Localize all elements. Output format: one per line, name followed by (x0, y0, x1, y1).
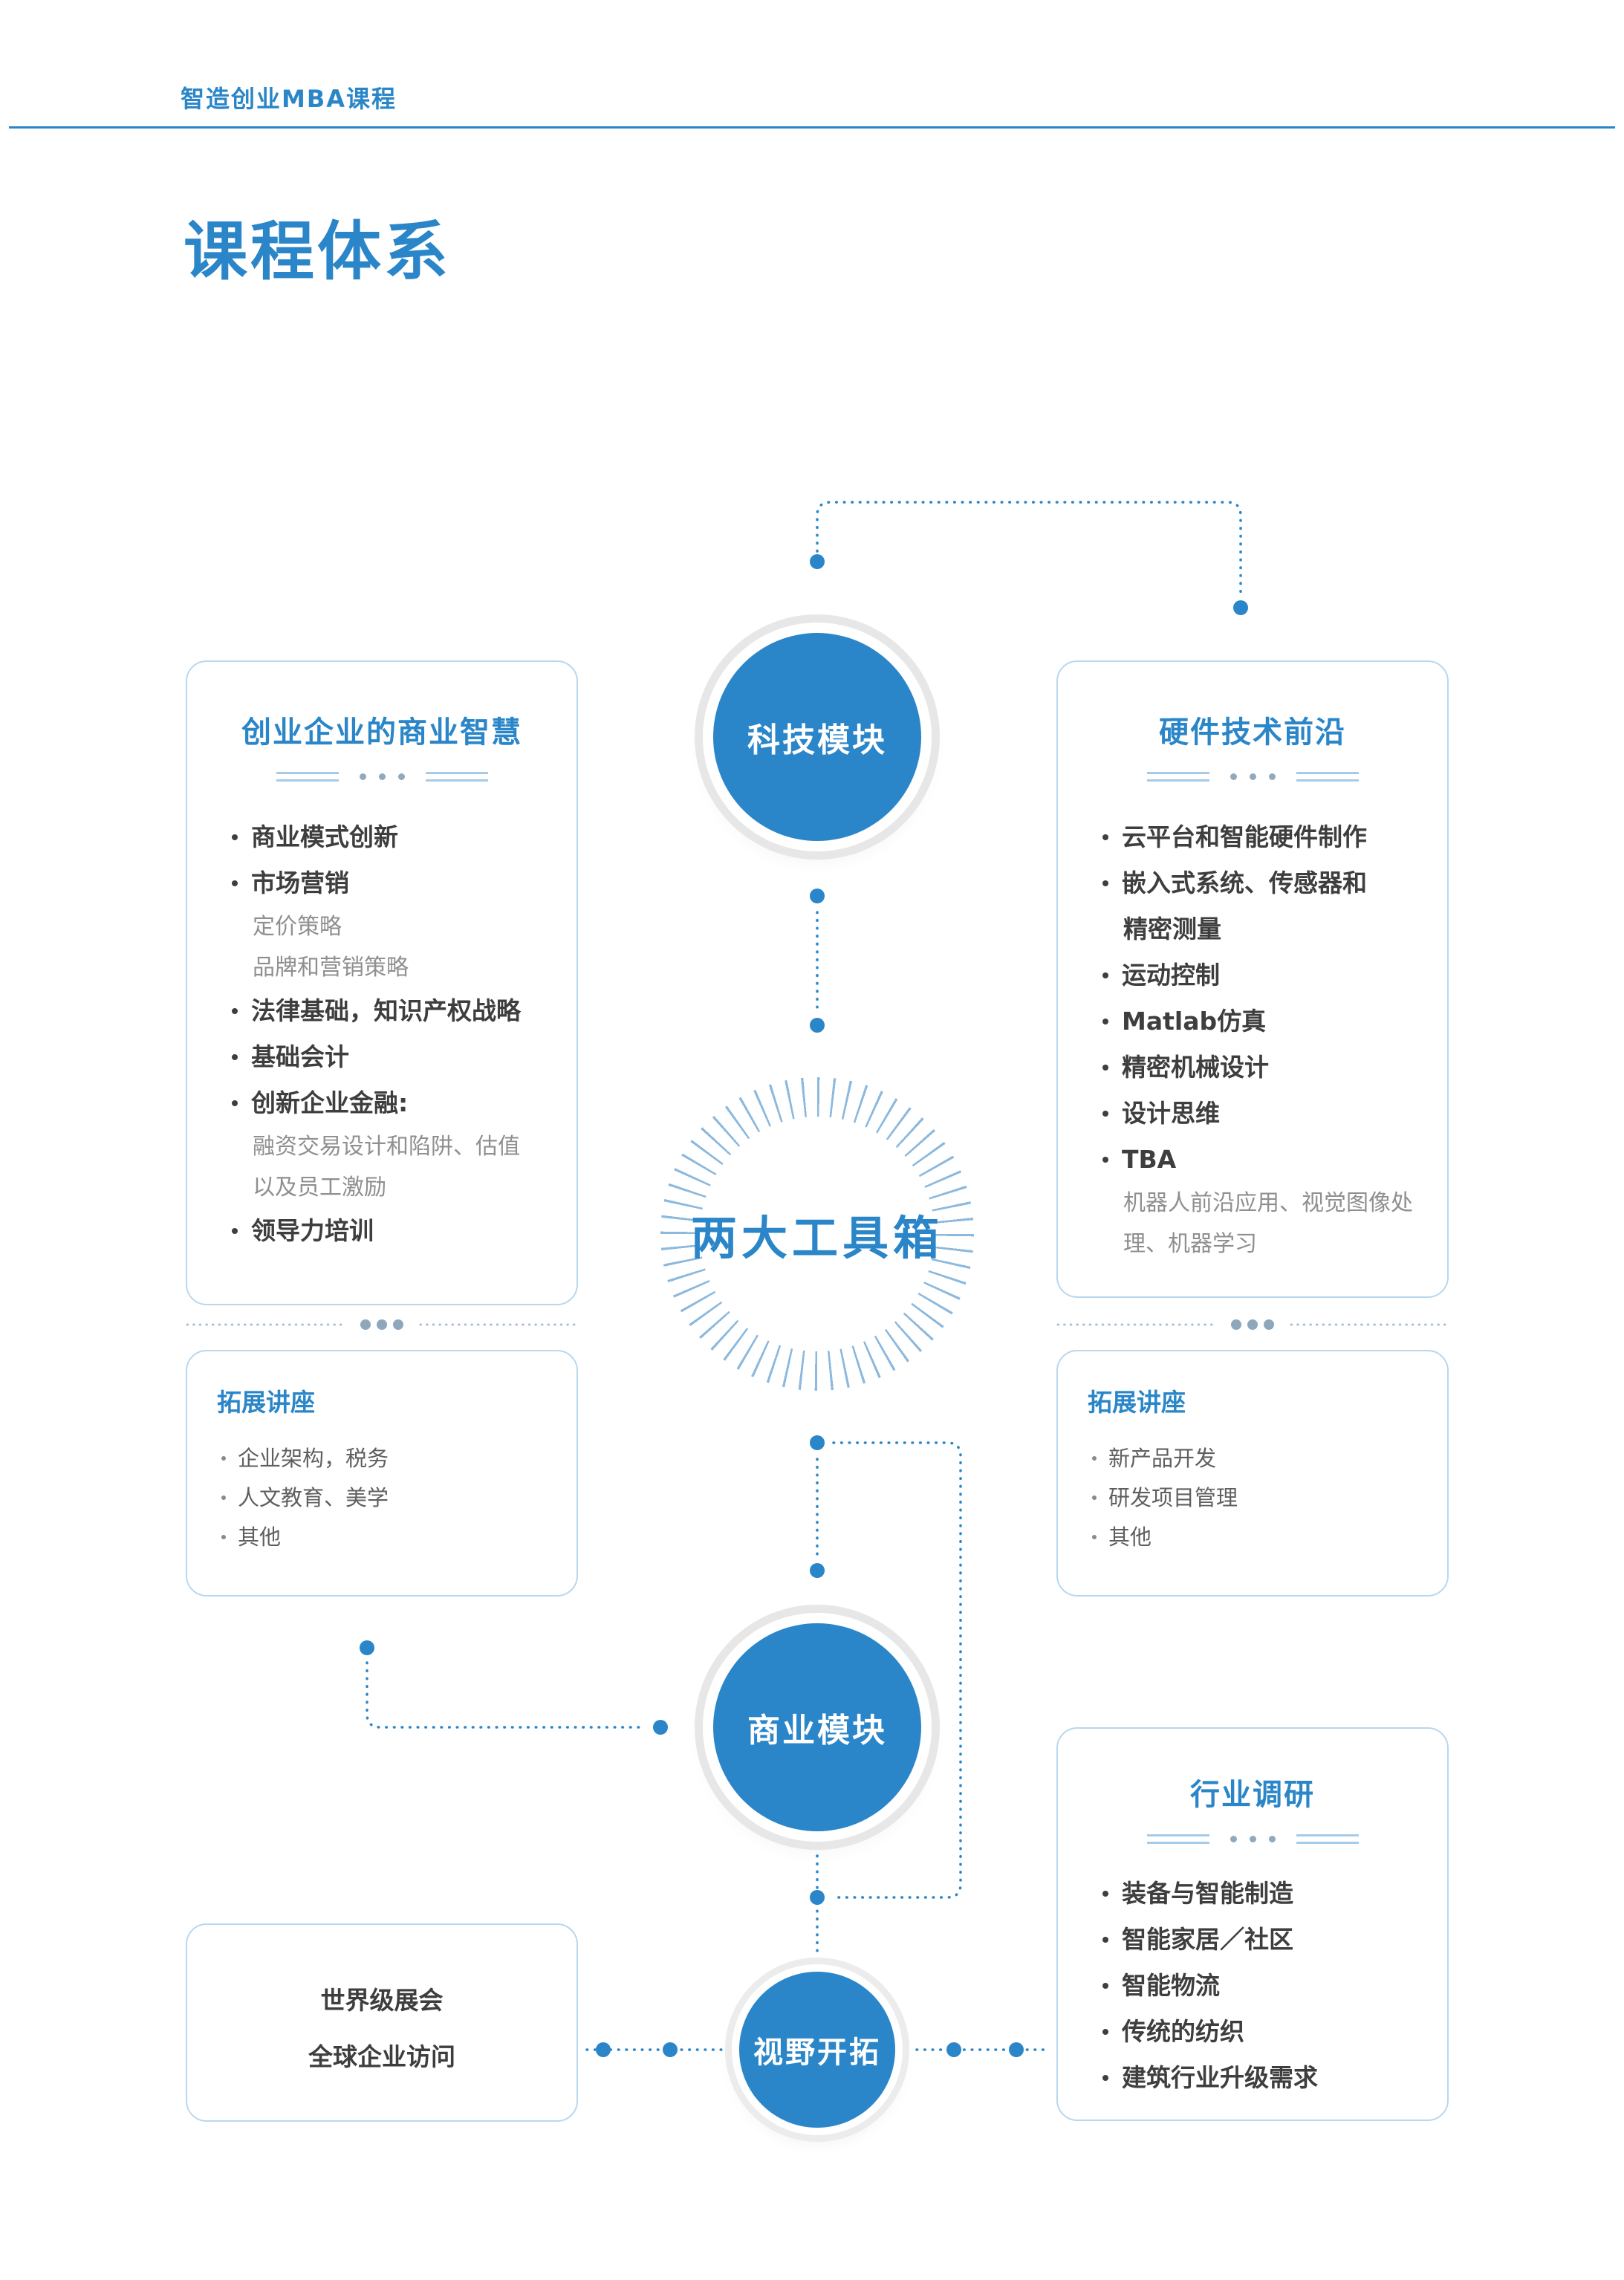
list-item: 传统的纺织 (1101, 2009, 1447, 2055)
list-item: 运动控制 (1101, 952, 1447, 998)
list-item: 创新企业金融: (230, 1080, 576, 1126)
list-item: 商业模式创新 (230, 814, 576, 860)
list-item: 领导力培训 (230, 1208, 576, 1254)
list-item: 法律基础，知识产权战略 (230, 988, 576, 1034)
separator-dot (377, 1319, 387, 1330)
list-item: 智能物流 (1101, 1963, 1447, 2009)
toolbox-circle: 两大工具箱 (691, 1117, 939, 1351)
wire-endpoint-dot (653, 1720, 668, 1735)
wire-endpoint-dot (810, 1563, 825, 1578)
list-item: 研发项目管理 (1091, 1478, 1447, 1518)
page-title: 课程体系 (183, 215, 451, 289)
lectures-right-list: 新产品开发 研发项目管理 其他 (1091, 1439, 1447, 1557)
list-subitem: 定价策略 (253, 914, 342, 940)
node-business-label: 商业模块 (747, 1712, 887, 1750)
list-item: 云平台和智能硬件制作 (1101, 814, 1447, 860)
wire-endpoint-dot (810, 889, 825, 903)
list-subitem: 以及员工激励 (253, 1175, 386, 1201)
lectures-left-list: 企业架构，税务 人文教育、美学 其他 (220, 1439, 576, 1557)
list-subitem: 机器人前沿应用、视觉图像处 (1123, 1190, 1413, 1216)
ornament-bar (1296, 1834, 1359, 1844)
wire-endpoint-dot (810, 1435, 825, 1450)
list-item: 建筑行业升级需求 (1101, 2055, 1447, 2101)
list-item: 其他 (220, 1518, 576, 1557)
panel-hardware-frontier: 硬件技术前沿 云平台和智能硬件制作 嵌入式系统、传感器和 精密测量 运动控制 M… (1056, 660, 1449, 1298)
list-subitem: 融资交易设计和陷阱、估值 (253, 1134, 520, 1160)
list-item: 人文教育、美学 (220, 1478, 576, 1518)
wire-endpoint-dot (1009, 2042, 1024, 2057)
ornament-dots (1230, 1836, 1276, 1842)
panel-business-wisdom: 创业企业的商业智慧 商业模式创新 市场营销 定价策略 品牌和营销策略 法律基础，… (186, 660, 578, 1305)
list-item: 智能家居／社区 (1101, 1917, 1447, 1963)
separator-dot (1264, 1319, 1274, 1330)
wire-endpoint-dot (1233, 600, 1248, 615)
list-item-continued: 精密测量 (1123, 915, 1221, 943)
list-subitem: 理、机器学习 (1123, 1231, 1257, 1257)
ornament-dots (1230, 773, 1276, 780)
separator-dot (393, 1319, 403, 1330)
wire-tech-to-hardware (816, 501, 1242, 599)
separator-dot (1247, 1319, 1258, 1330)
ornament-bar (1296, 772, 1359, 782)
node-business-module: 商业模块 (713, 1623, 921, 1831)
panel-title: 硬件技术前沿 (1159, 715, 1346, 750)
wire-toolbox-bypass-to-vision (832, 1441, 962, 1899)
list-item: 新产品开发 (1091, 1439, 1447, 1478)
list-item: 基础会计 (230, 1034, 576, 1080)
panel-title: 创业企业的商业智慧 (241, 715, 522, 750)
node-tech-module: 科技模块 (713, 633, 921, 841)
panel-world-visits: 世界级展会 全球企业访问 (186, 1923, 578, 2122)
ornament-bar (425, 772, 488, 782)
list-item: 精密机械设计 (1101, 1045, 1447, 1091)
list-item: 装备与智能制造 (1101, 1871, 1447, 1917)
doc-header-title: 智造创业MBA课程 (181, 85, 397, 113)
panel-lectures-left: 拓展讲座 企业架构，税务 人文教育、美学 其他 (186, 1350, 578, 1597)
list-item: 其他 (1091, 1518, 1447, 1557)
title-ornament (1058, 772, 1447, 782)
wire-endpoint-dot (596, 2042, 611, 2057)
list-item: TBA (1101, 1137, 1447, 1183)
toolbox-label: 两大工具箱 (691, 1211, 944, 1265)
list-item: 设计思维 (1101, 1091, 1447, 1137)
title-ornament (187, 772, 576, 782)
node-tech-label: 科技模块 (747, 721, 887, 759)
panel-title: 行业调研 (1190, 1778, 1315, 1812)
list-subitem: 品牌和营销策略 (253, 955, 409, 981)
list-item: 企业架构，税务 (220, 1439, 576, 1478)
wire-lectures-to-business (366, 1661, 645, 1729)
header-divider (9, 126, 1615, 129)
ornament-bar (1146, 772, 1209, 782)
panel-lectures-right: 拓展讲座 新产品开发 研发项目管理 其他 (1056, 1350, 1449, 1597)
visits-lines: 世界级展会 全球企业访问 (187, 1925, 576, 2085)
wire-endpoint-dot (946, 2042, 961, 2057)
wire-endpoint-dot (360, 1640, 374, 1655)
node-vision-label: 视野开拓 (753, 2036, 881, 2070)
list-item: 嵌入式系统、传感器和 (1101, 860, 1447, 906)
wire-endpoint-dot (810, 554, 825, 569)
separator-dot (360, 1319, 371, 1330)
wisdom-list: 商业模式创新 市场营销 定价策略 品牌和营销策略 法律基础，知识产权战略 基础会… (230, 814, 576, 1254)
panel-title: 拓展讲座 (217, 1388, 315, 1417)
wire-endpoint-dot (810, 1890, 825, 1905)
wire-endpoint-dot (663, 2042, 678, 2057)
ornament-bar (276, 772, 339, 782)
hardware-list: 云平台和智能硬件制作 嵌入式系统、传感器和 精密测量 运动控制 Matlab仿真… (1101, 814, 1447, 1264)
list-item: 市场营销 (230, 860, 576, 906)
ornament-dots (359, 773, 405, 780)
title-ornament (1058, 1834, 1447, 1844)
panel-title: 拓展讲座 (1088, 1388, 1186, 1417)
visit-line: 全球企业访问 (308, 2042, 455, 2071)
wire-endpoint-dot (810, 1018, 825, 1033)
list-item: Matlab仿真 (1101, 998, 1447, 1045)
ornament-bar (1146, 1834, 1209, 1844)
separator-dot (1231, 1319, 1241, 1330)
panel-industry-research: 行业调研 装备与智能制造 智能家居／社区 智能物流 传统的纺织 建筑行业升级需求 (1056, 1727, 1449, 2121)
industry-list: 装备与智能制造 智能家居／社区 智能物流 传统的纺织 建筑行业升级需求 (1101, 1871, 1447, 2101)
visit-line: 世界级展会 (320, 1986, 444, 2015)
node-vision-module: 视野开拓 (739, 1972, 895, 2128)
